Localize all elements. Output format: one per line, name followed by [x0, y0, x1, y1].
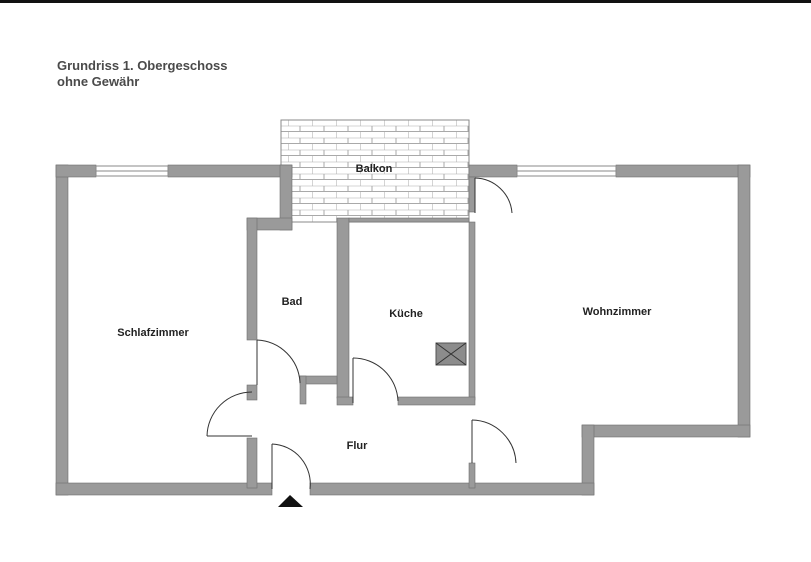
walls [55, 164, 751, 496]
room-labels: Balkon Schlafzimmer Bad Küche Wohnzimmer… [117, 163, 652, 452]
door-schlafzimmer [206, 391, 253, 437]
plan-disclaimer: ohne Gewähr [57, 74, 140, 89]
kitchen-shaft [435, 342, 467, 366]
room-label-kueche: Küche [389, 308, 423, 320]
top-rule [0, 0, 811, 3]
room-label-schlafzimmer: Schlafzimmer [117, 327, 189, 339]
door-bad [256, 339, 301, 385]
room-label-flur: Flur [347, 440, 368, 452]
plan-title: Grundriss 1. Obergeschoss [57, 58, 228, 73]
door-kueche [352, 357, 399, 403]
room-label-wohnzimmer: Wohnzimmer [583, 306, 653, 318]
plan-heading: Grundriss 1. Obergeschoss ohne Gewähr [57, 58, 228, 90]
door-balcony [474, 177, 513, 214]
balcony [280, 119, 470, 223]
door-entrance [271, 443, 311, 490]
door-wohnzimmer [471, 419, 517, 464]
windows [95, 165, 617, 177]
room-label-bad: Bad [282, 296, 303, 308]
entrance-marker [278, 495, 303, 507]
doors [206, 177, 517, 490]
room-label-balkon: Balkon [356, 163, 393, 175]
